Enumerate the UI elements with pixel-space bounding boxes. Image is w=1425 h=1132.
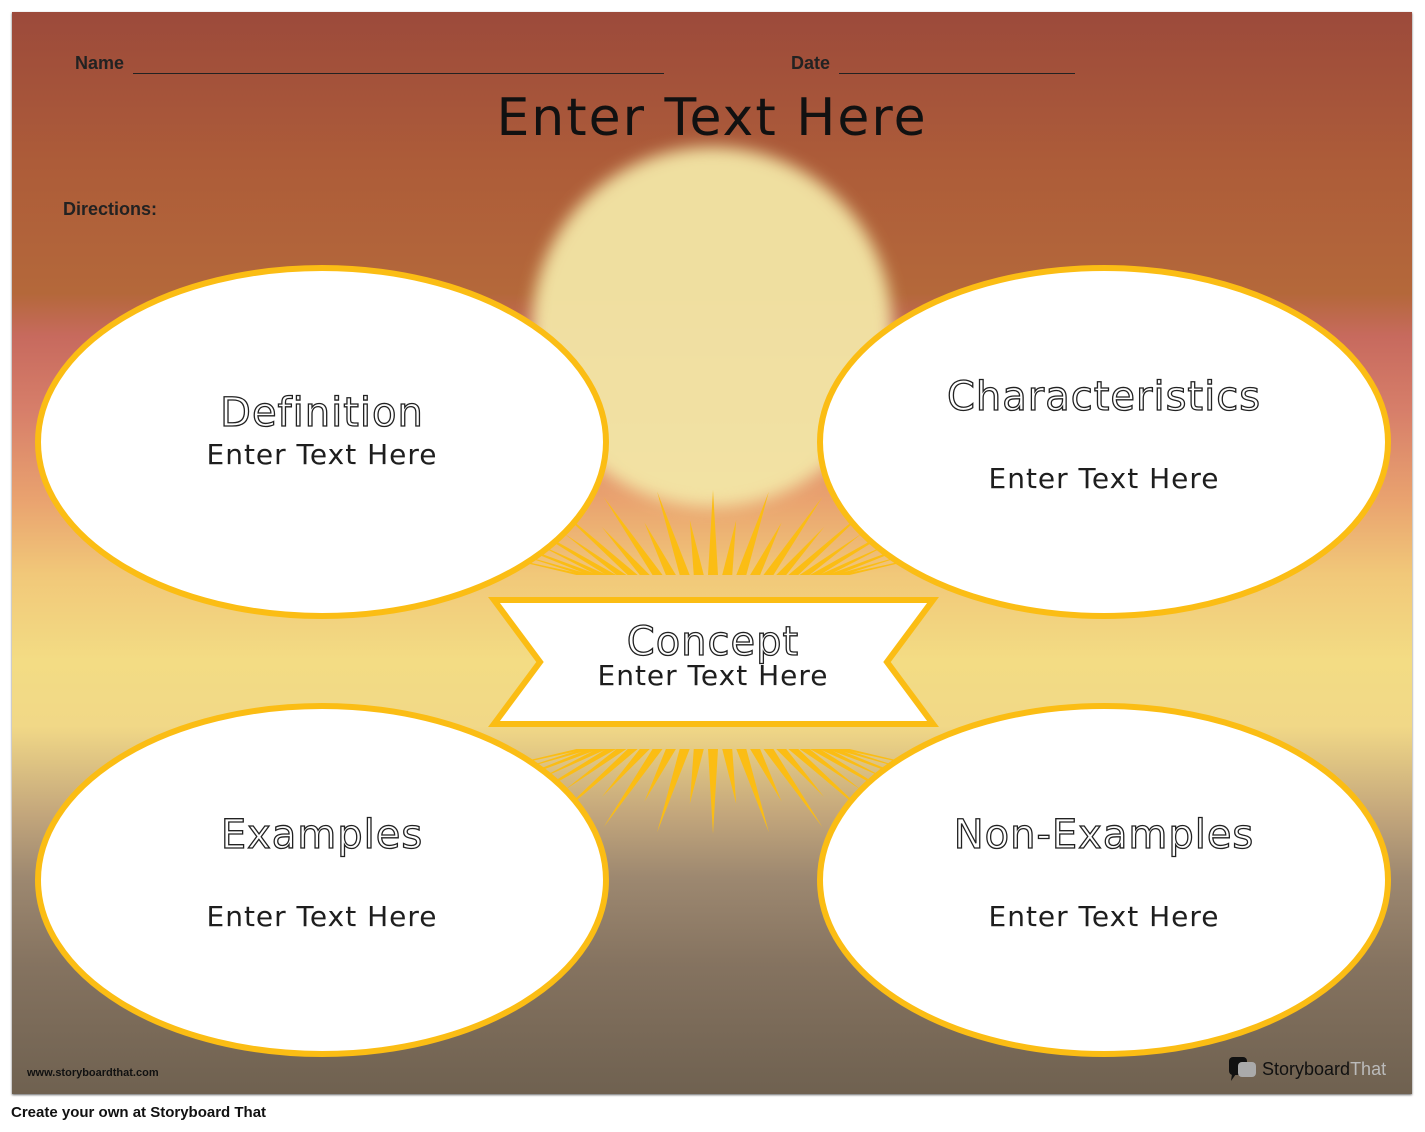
sunburst-ray [736, 491, 769, 575]
sunburst-ray [722, 749, 737, 804]
sunburst-ray [512, 749, 617, 808]
sunburst-ray [809, 516, 914, 575]
storyboardthat-logo: StoryboardThat [1228, 1056, 1386, 1082]
name-label: Name [75, 53, 125, 73]
frayer-shapes [35, 265, 1391, 1057]
sunburst-ray [799, 533, 863, 575]
sunburst-ray [603, 496, 663, 575]
sunburst-ray [819, 541, 894, 575]
sunburst-ray [776, 526, 825, 575]
date-label: Date [791, 53, 831, 73]
characteristics-box: Characteristics Enter Text Here [854, 373, 1354, 495]
worksheet-canvas: Name Date Enter Text Here Directions: De… [12, 12, 1412, 1094]
examples-text[interactable]: Enter Text Here [206, 900, 438, 933]
sunburst-ray [763, 749, 823, 828]
definition-ellipse[interactable] [35, 265, 609, 619]
characteristics-heading: Characteristics [946, 373, 1262, 420]
sunburst-ray [603, 749, 663, 828]
sunburst-ray [601, 749, 650, 798]
sunburst-ray [799, 749, 863, 791]
concept-banner[interactable] [488, 597, 939, 727]
sunburst-ray [809, 749, 914, 808]
brand-part2: That [1350, 1058, 1387, 1079]
sunburst-ray [750, 749, 782, 802]
brand-part1: Storyboard [1262, 1058, 1351, 1079]
sunburst-ray [736, 749, 769, 833]
sunburst-ray [644, 749, 676, 802]
sunburst-ray [657, 491, 690, 575]
characteristics-ellipse[interactable] [817, 265, 1391, 619]
sunburst-ray [601, 526, 650, 575]
watermark-url: www.storyboardthat.com [27, 1067, 159, 1079]
definition-heading: Definition [219, 389, 424, 436]
sunburst-ray [776, 749, 825, 798]
examples-box: Examples Enter Text Here [72, 811, 572, 933]
characteristics-text[interactable]: Enter Text Here [988, 462, 1220, 495]
name-field[interactable] [133, 56, 664, 74]
concept-text[interactable]: Enter Text Here [597, 659, 829, 692]
speech-bubble-icon [1229, 1057, 1256, 1081]
directions-label: Directions: [63, 199, 158, 219]
sunburst-ray [532, 541, 607, 575]
sunburst-ray [689, 749, 704, 804]
sunburst-ray [722, 520, 737, 575]
examples-heading: Examples [220, 811, 424, 858]
non-examples-box: Non-Examples Enter Text Here [854, 811, 1354, 933]
sunburst-ray [763, 496, 823, 575]
non-examples-ellipse[interactable] [817, 703, 1391, 1057]
date-field[interactable] [839, 56, 1075, 74]
sunburst-ray [708, 749, 718, 834]
examples-ellipse[interactable] [35, 703, 609, 1057]
sunburst-ray [563, 749, 627, 791]
concept-heading: Concept [626, 618, 800, 665]
sunburst-ray [657, 749, 690, 833]
concept-box: Concept Enter Text Here [463, 618, 963, 692]
definition-box: Definition Enter Text Here [72, 389, 572, 471]
sunburst-ray [512, 516, 617, 575]
non-examples-text[interactable]: Enter Text Here [988, 900, 1220, 933]
sunburst-ray [708, 490, 718, 575]
sunburst-ray [689, 520, 704, 575]
page-title[interactable]: Enter Text Here [496, 88, 928, 148]
non-examples-heading: Non-Examples [953, 811, 1255, 858]
sunburst-ray [563, 533, 627, 575]
footer-link[interactable]: Create your own at Storyboard That [11, 1104, 267, 1121]
definition-text[interactable]: Enter Text Here [206, 438, 438, 471]
